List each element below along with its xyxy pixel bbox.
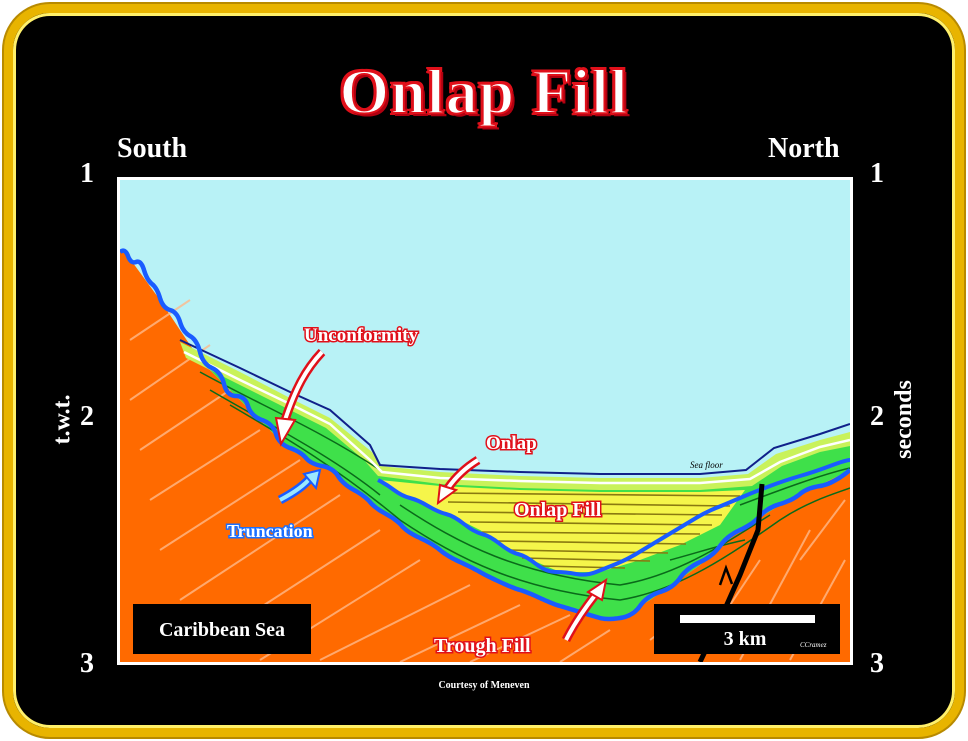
trough-fill-label: Trough Fill [434,635,531,657]
truncation-label: Truncation [227,521,313,541]
onlap-surface-line [377,458,850,577]
tick-right-1: 1 [870,158,884,189]
trough-fill-arrow [561,577,608,643]
tick-right-3: 3 [870,648,884,679]
tick-left-3: 3 [80,648,94,679]
tick-right-2: 2 [870,401,884,432]
onlap-fill-label: Onlap Fill [514,499,602,521]
credit-label: CCramez [800,641,827,649]
unconformity-label: Unconformity [304,325,418,346]
fault-arrow-up [718,564,734,586]
trough-fill-green [180,342,850,618]
direction-south: South [117,133,188,164]
scale-bar-box [654,604,840,654]
scale-bar [680,615,815,623]
white-reflector [183,350,850,485]
unconformity-arrow [274,348,326,447]
onlap-label: Onlap [486,433,537,454]
courtesy-text: Courtesy of Meneven [438,680,530,691]
onlap-arrow [436,456,481,506]
direction-north: North [768,133,840,164]
sea-floor-label: Sea floor [690,460,723,470]
location-box [133,604,311,654]
tick-left-1: 1 [80,158,94,189]
unconformity-line [120,248,850,622]
truncation-arrow [277,468,322,504]
scale-bar-label: 3 km [724,628,767,650]
location-label: Caribbean Sea [159,619,285,641]
basement-layer [120,252,850,662]
tick-left-2: 2 [80,401,94,432]
slide-title: Onlap Fill [338,55,629,128]
